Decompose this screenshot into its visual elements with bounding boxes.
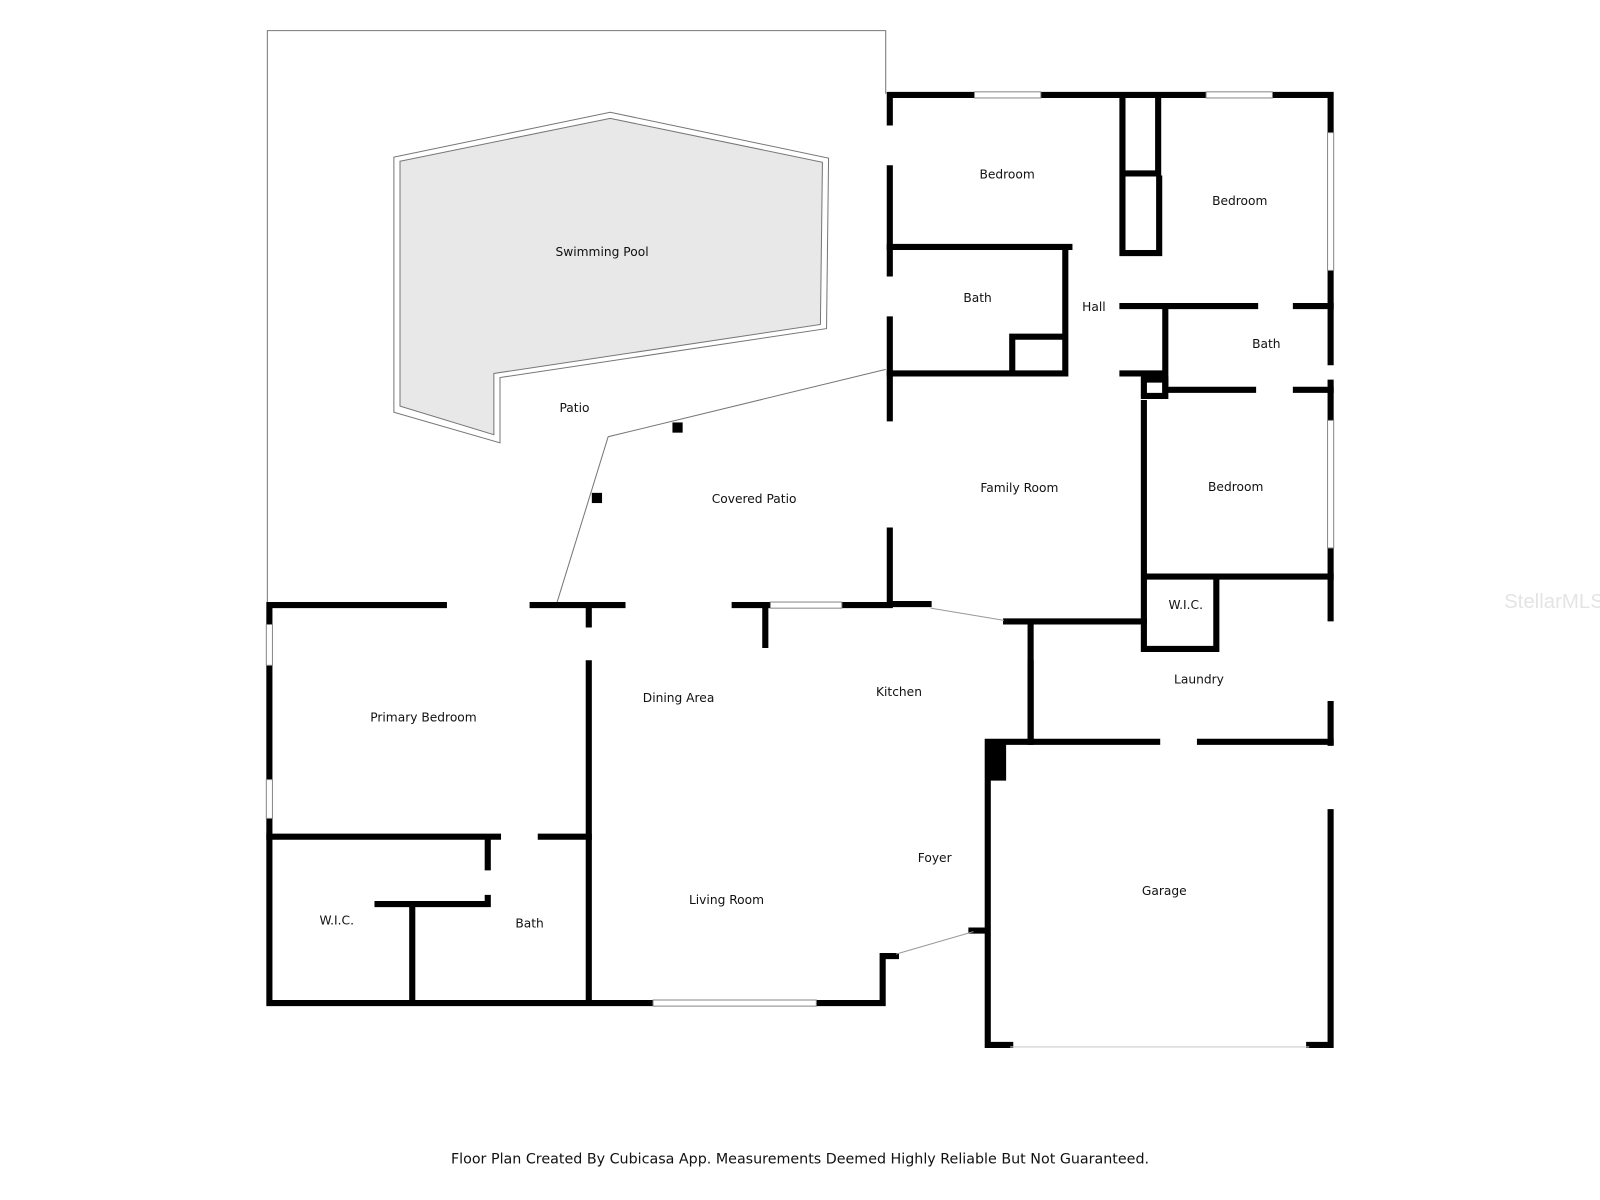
room-label-garage: Garage [1142,884,1187,898]
covered-patio-edge [556,368,886,603]
room-label-foyer: Foyer [918,851,953,865]
room-labels: Swimming Pool Patio Covered Patio Bedroo… [319,168,1280,931]
room-label-primary-bedroom: Primary Bedroom [370,710,477,724]
room-label-swimming-pool: Swimming Pool [555,245,648,259]
patio-outline [266,30,887,603]
room-label-bedroom: Bedroom [979,168,1034,182]
room-label-bath: Bath [1252,337,1280,351]
room-label-laundry: Laundry [1174,673,1224,687]
room-label-family-room: Family Room [980,481,1058,495]
room-label-bedroom: Bedroom [1208,480,1263,494]
room-label-wic: W.I.C. [319,913,354,927]
column [672,422,683,433]
room-label-bath: Bath [515,917,543,931]
walls [266,91,1334,1048]
column [591,492,603,504]
room-label-covered-patio: Covered Patio [712,492,797,506]
room-label-living-room: Living Room [689,893,764,907]
room-label-patio: Patio [559,401,589,415]
room-label-kitchen: Kitchen [876,685,922,699]
room-label-bedroom: Bedroom [1212,194,1267,208]
room-label-wic: W.I.C. [1168,598,1203,612]
room-label-dining-area: Dining Area [643,691,715,705]
footer-disclaimer: Floor Plan Created By Cubicasa App. Meas… [451,1151,1149,1167]
windows [265,91,1335,1048]
watermark: StellarMLS [1504,591,1600,613]
swimming-pool [399,117,823,436]
room-label-hall: Hall [1082,300,1106,314]
room-label-bath: Bath [963,291,991,305]
